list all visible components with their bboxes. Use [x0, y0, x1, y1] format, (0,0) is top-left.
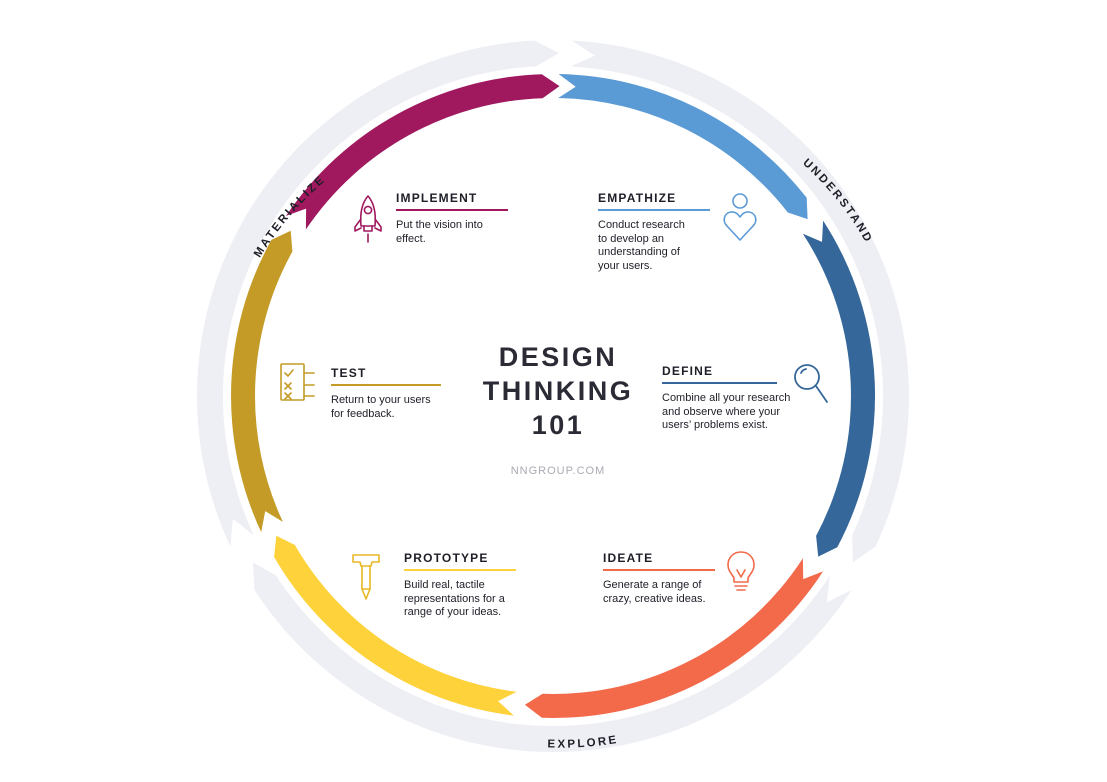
phase-prototype: PROTOTYPE Build real, tactile representa… — [404, 551, 516, 620]
heart-person-icon — [723, 193, 757, 241]
phase-rule-define — [662, 382, 777, 384]
phase-rule-implement — [396, 209, 508, 211]
phase-arc-empathize — [558, 74, 808, 220]
phase-arc-prototype — [274, 535, 517, 716]
phase-desc-prototype: Build real, tactile representations for … — [404, 579, 505, 618]
phase-title-define: DEFINE — [662, 364, 714, 378]
phase-desc-define: Combine all your research and observe wh… — [662, 392, 791, 431]
phase-title-implement: IMPLEMENT — [396, 191, 478, 205]
phase-rule-empathize — [598, 209, 710, 211]
checklist-icon — [280, 363, 315, 401]
hammer-icon — [352, 554, 380, 600]
rocket-icon — [354, 195, 382, 243]
title-line-1: DESIGN — [498, 342, 618, 372]
phase-implement: IMPLEMENT Put the vision into effect. — [396, 191, 508, 246]
phase-rule-ideate — [603, 569, 715, 571]
phase-title-prototype: PROTOTYPE — [404, 551, 489, 565]
title-line-3: 101 — [531, 410, 585, 440]
title-line-2: THINKING — [482, 376, 634, 406]
phase-desc-ideate: Generate a range of crazy, creative idea… — [603, 579, 706, 605]
phase-rule-prototype — [404, 569, 516, 571]
phase-desc-test: Return to your users for feedback. — [331, 394, 431, 420]
phase-arcs — [231, 74, 876, 718]
outer-ring-segment — [570, 40, 909, 563]
site-credit: NNGROUP.COM — [510, 465, 606, 477]
diagram-title: DESIGN THINKING 101 — [458, 340, 658, 442]
phase-ideate: IDEATE Generate a range of crazy, creati… — [603, 551, 715, 606]
phase-define: DEFINE Combine all your research and obs… — [662, 364, 797, 433]
phase-arc-ideate — [524, 558, 824, 718]
phase-rule-test — [331, 384, 441, 386]
phase-arc-define — [802, 220, 876, 557]
magnifier-icon — [794, 364, 828, 403]
outer-ring-segment — [197, 40, 559, 547]
outer-ring — [197, 40, 909, 753]
phase-empathize: EMPATHIZE Conduct research to develop an… — [598, 191, 710, 273]
lightbulb-icon — [727, 551, 755, 591]
phase-arc-test — [231, 230, 293, 533]
understand-label: UNDERSTAND — [800, 157, 874, 246]
phase-title-test: TEST — [331, 366, 367, 380]
phase-title-empathize: EMPATHIZE — [598, 191, 677, 205]
phase-title-ideate: IDEATE — [603, 551, 654, 565]
outer-ring-segment — [253, 562, 852, 753]
phase-arc-implement — [286, 74, 560, 230]
phase-desc-implement: Put the vision into effect. — [396, 219, 483, 245]
phase-test: TEST Return to your users for feedback. — [331, 366, 441, 421]
phase-desc-empathize: Conduct research to develop an understan… — [598, 219, 685, 272]
